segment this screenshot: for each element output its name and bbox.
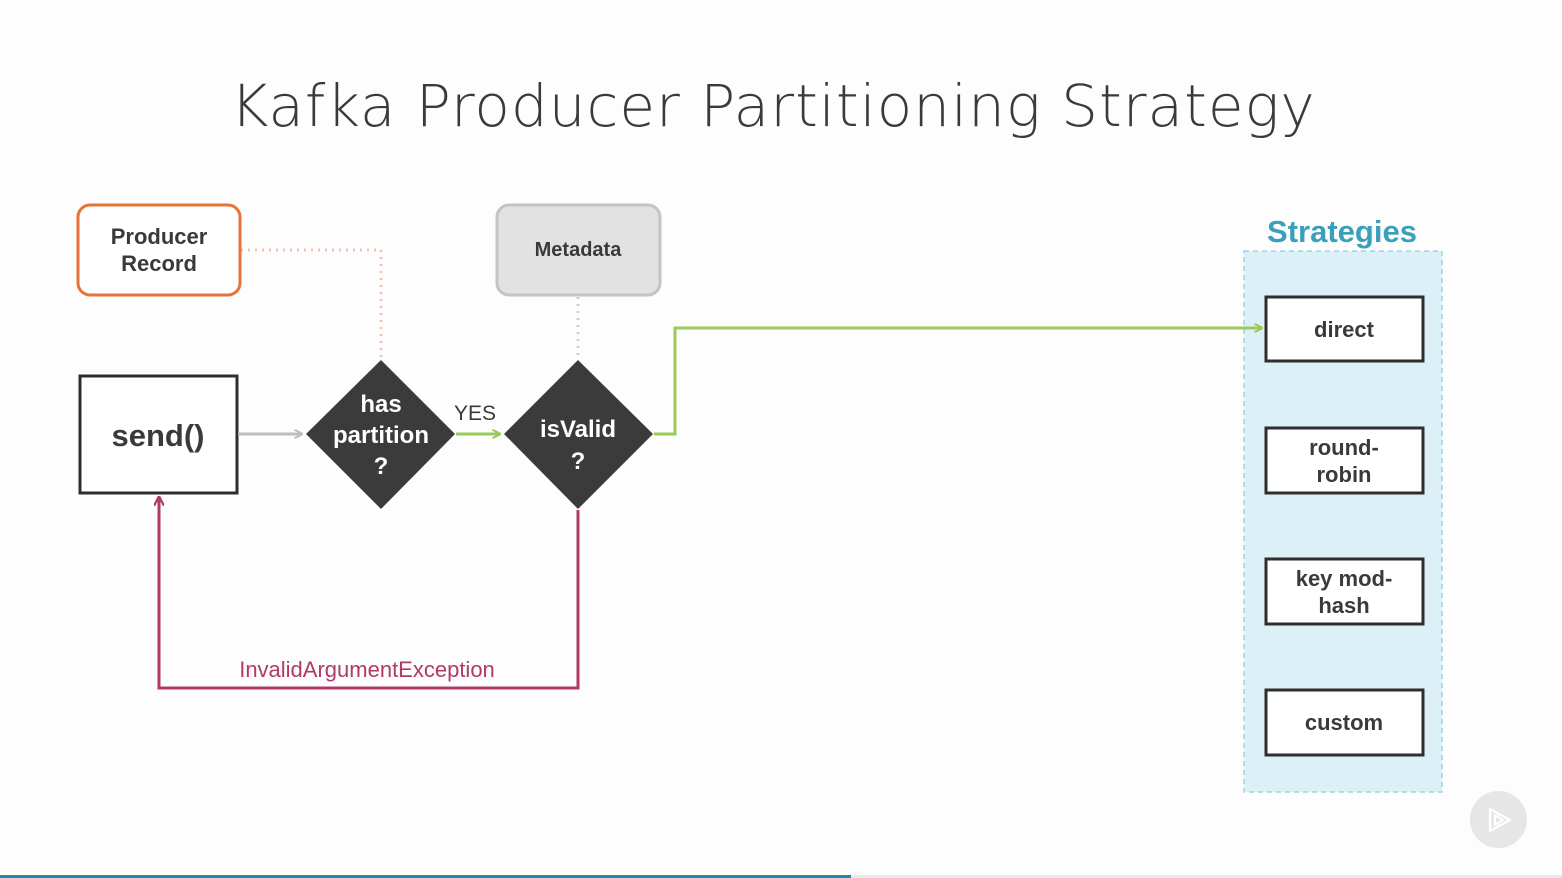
strategy-label-line2: robin (1317, 462, 1372, 487)
strategy-label-line1: round- (1309, 435, 1379, 460)
exception-label: InvalidArgumentException (239, 657, 495, 682)
strategy-direct: direct (1264, 295, 1425, 363)
producer-record-connector (241, 248, 383, 360)
is-valid-decision: isValid ? (504, 360, 653, 509)
valid-to-direct-arrow (654, 328, 1262, 436)
producer-record-node: Producer Record (76, 203, 242, 297)
progress-fill (0, 875, 852, 878)
metadata-node: Metadata (495, 203, 662, 297)
send-label: send() (112, 418, 205, 453)
strategy-key-mod-hash: key mod- hash (1264, 557, 1425, 626)
strategy-custom: custom (1264, 688, 1425, 757)
progress-bar[interactable] (0, 875, 1562, 878)
exception-arrow (159, 497, 580, 690)
play-button[interactable] (1470, 791, 1527, 848)
play-icon (1488, 807, 1511, 832)
strategy-label: direct (1314, 317, 1375, 342)
strategies-title: Strategies (1267, 214, 1417, 249)
has-partition-line2: partition (333, 422, 429, 449)
strategy-round-robin: round- robin (1264, 426, 1425, 495)
send-node: send() (78, 374, 239, 495)
has-partition-line3: ? (374, 453, 389, 480)
metadata-label: Metadata (535, 239, 623, 261)
producer-record-line1: Producer (111, 224, 208, 249)
strategy-label-line2: hash (1318, 593, 1369, 618)
yes-label: YES (454, 402, 496, 425)
is-valid-line1: isValid (540, 416, 616, 443)
strategy-label: custom (1305, 710, 1383, 735)
slide-title: Kafka Producer Partitioning Strategy (230, 72, 1315, 140)
has-partition-decision: has partition ? (306, 360, 455, 509)
has-partition-line1: has (360, 391, 401, 418)
strategy-label-line1: key mod- (1296, 566, 1393, 591)
is-valid-line2: ? (571, 448, 586, 475)
producer-record-line2: Record (121, 251, 197, 276)
